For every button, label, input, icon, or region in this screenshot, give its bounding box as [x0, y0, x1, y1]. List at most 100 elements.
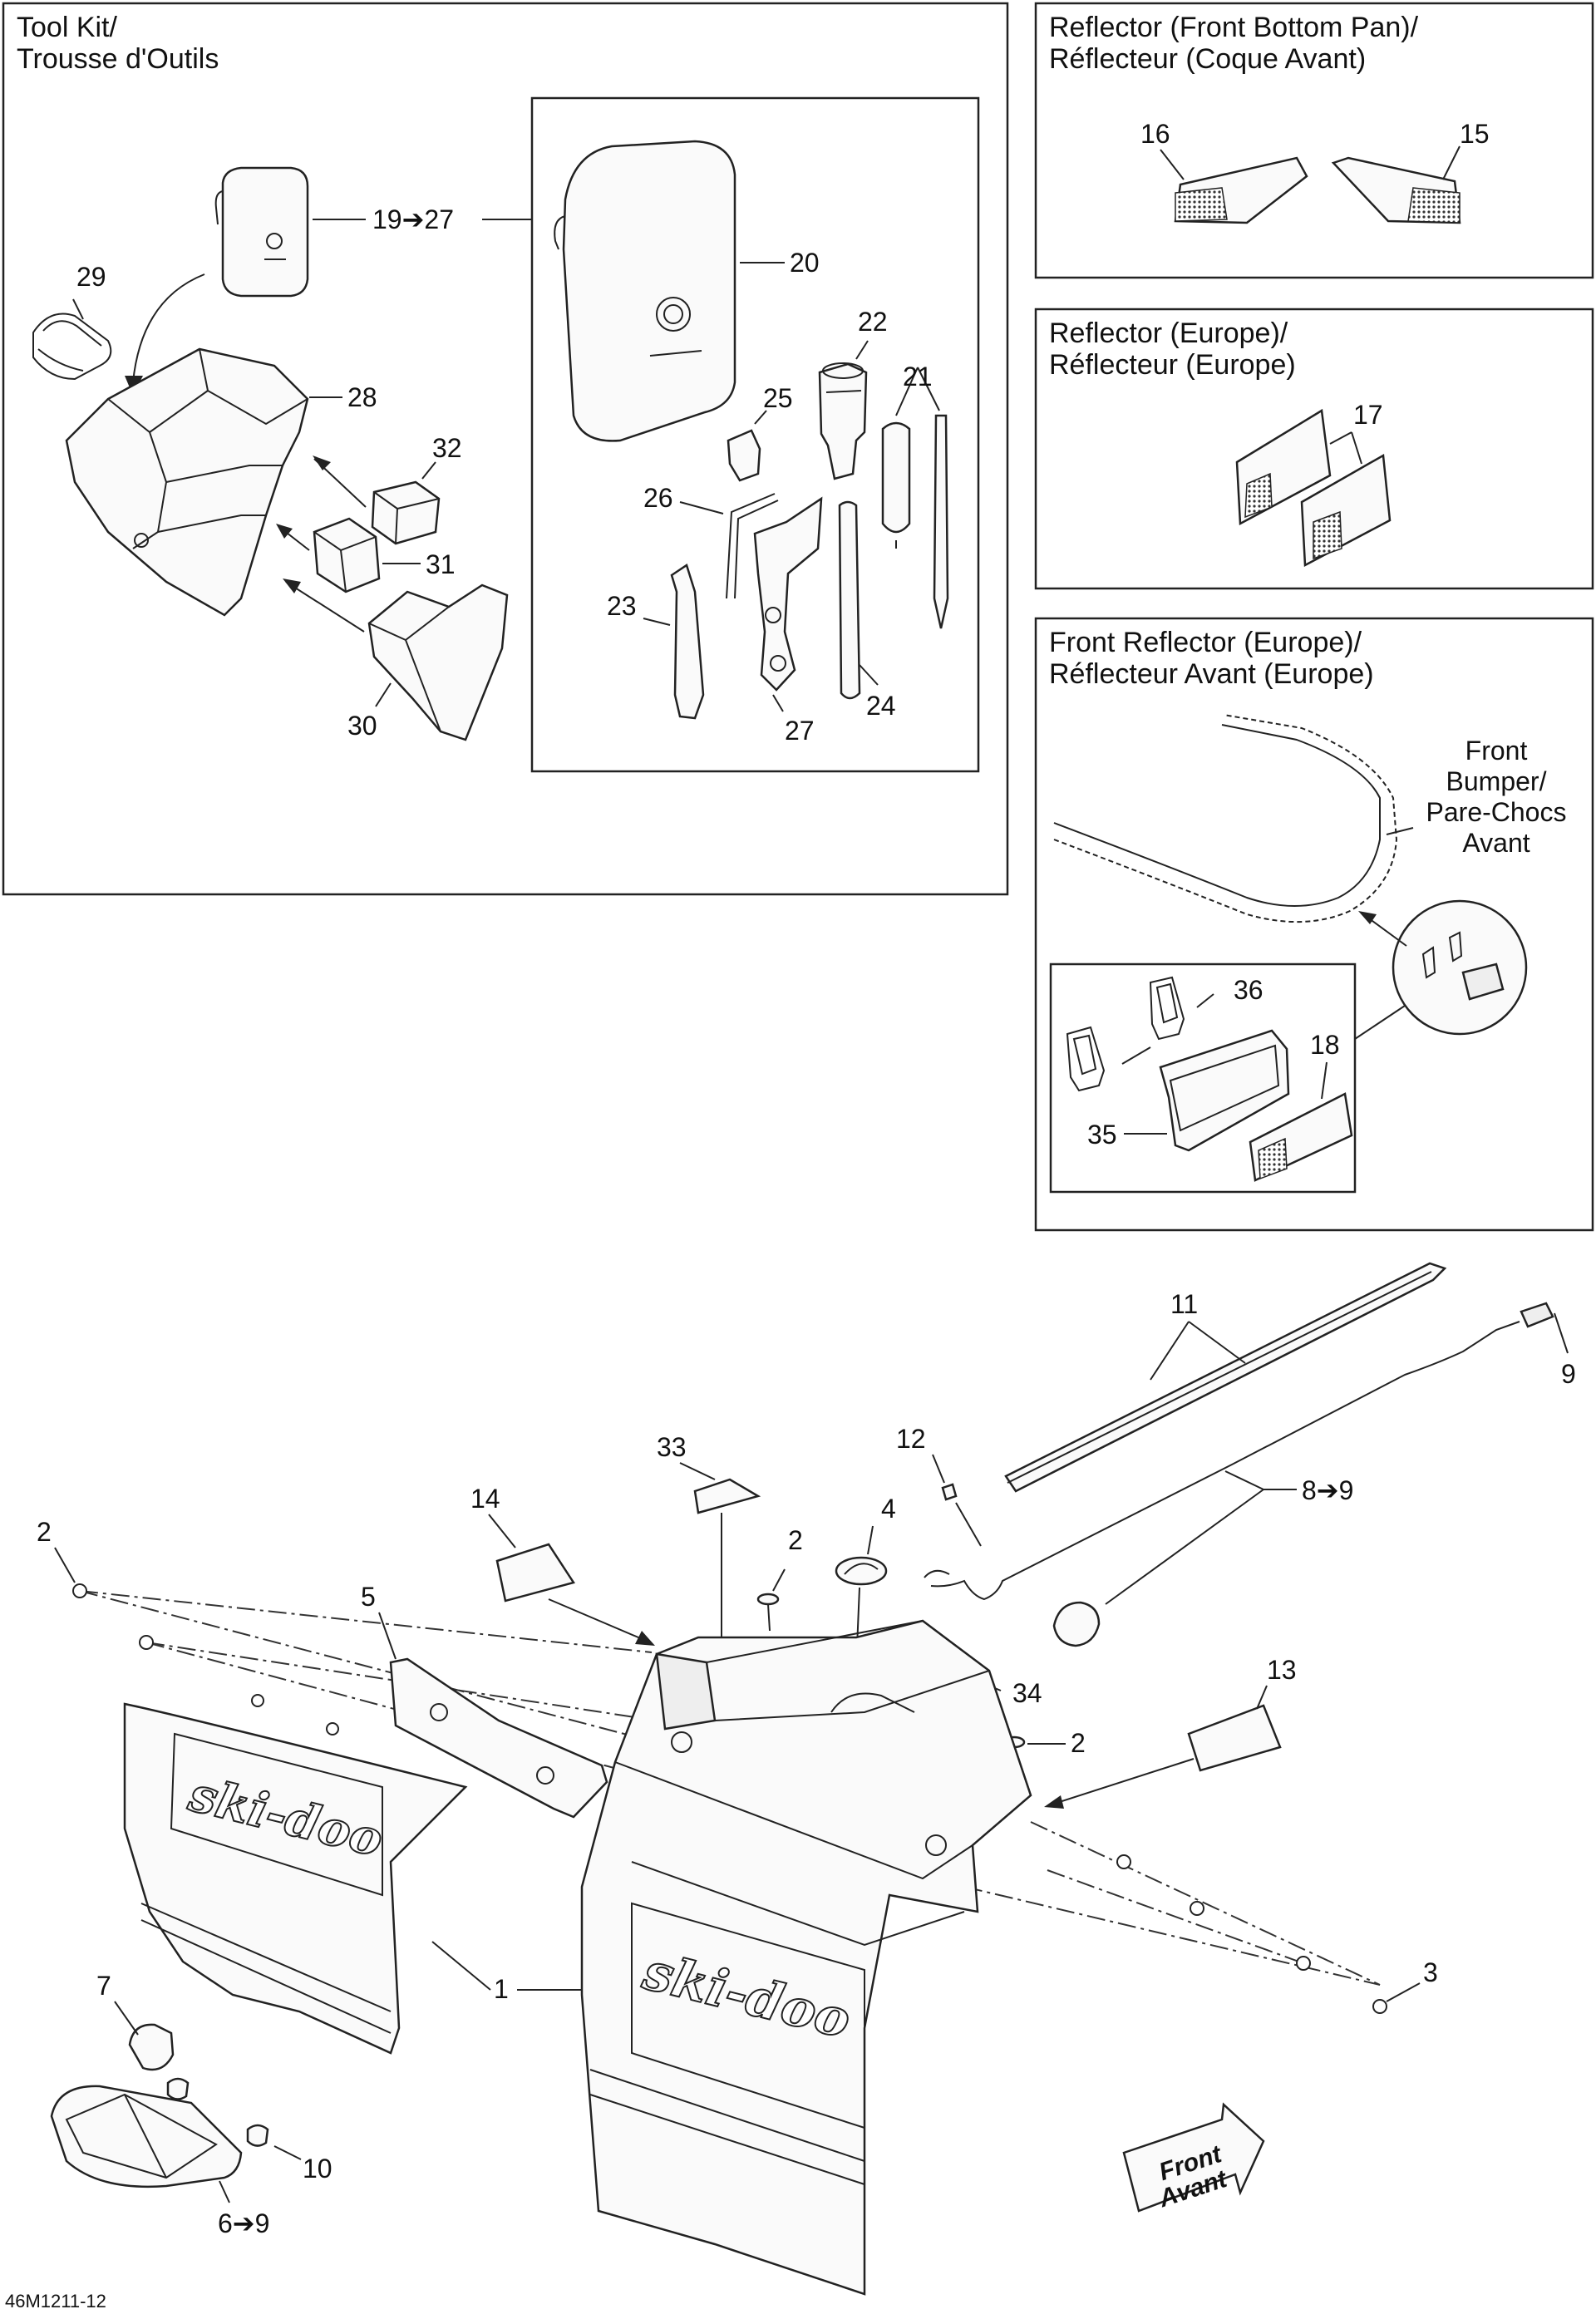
push-rivet-2 [139, 1635, 154, 1650]
bumper-label-3: Pare-Chocs [1426, 797, 1567, 827]
callout-28: 28 [347, 382, 377, 412]
nut-1 [166, 2077, 190, 2100]
hex-key [726, 493, 779, 599]
front-bumper [1053, 714, 1398, 923]
leader-magnifier [1354, 1005, 1406, 1040]
arrow-14-head [635, 1631, 655, 1646]
callout-14: 14 [470, 1484, 500, 1514]
callout-34: 34 [1012, 1678, 1042, 1708]
leader-2a [54, 1547, 76, 1583]
front-reflector-detail-box [1049, 963, 1357, 1194]
leader-12-path [955, 1502, 982, 1547]
arrow-13-head [1044, 1795, 1064, 1809]
reflector-europe-b [1300, 453, 1392, 568]
arrow-32-head [313, 455, 331, 470]
callout-22: 22 [858, 307, 888, 337]
leader-13 [1256, 1685, 1268, 1710]
leader-6-9 [219, 2180, 230, 2203]
reflector-bottom-title-2: Réflecteur (Coque Avant) [1049, 43, 1366, 75]
reflector-frame-b [1149, 976, 1185, 1041]
callout-9: 9 [1561, 1359, 1576, 1389]
leader-7 [114, 2001, 139, 2036]
reflector-left [1174, 156, 1308, 224]
leader-bumper [1386, 827, 1414, 835]
tool-kit-title-2: Trousse d'Outils [17, 43, 219, 75]
leader-21b [917, 367, 940, 411]
leader-8-9c [1105, 1489, 1264, 1605]
callout-20: 20 [790, 248, 820, 278]
bumper-label-1: Front [1465, 736, 1528, 766]
front-reflector-title-2: Réflecteur Avant (Europe) [1049, 658, 1374, 690]
decal-33 [693, 1478, 761, 1514]
leader-14 [488, 1514, 516, 1548]
magnifier-circle [1392, 899, 1528, 1036]
leader-5 [378, 1612, 397, 1660]
leader-9 [1554, 1312, 1569, 1354]
leader-22 [855, 340, 869, 360]
leader-17b [1351, 431, 1362, 465]
arrow-31-head [276, 524, 293, 539]
callout-2c: 2 [1071, 1728, 1086, 1758]
reflector-plate [1249, 1092, 1353, 1182]
install-arrow [132, 273, 205, 383]
fastener-line-1 [79, 1590, 653, 1653]
callout-17: 17 [1353, 400, 1383, 430]
grommet [941, 1483, 958, 1501]
reflector-europe-title-2: Réflecteur (Europe) [1049, 349, 1296, 381]
leader-26 [679, 501, 724, 514]
callout-16: 16 [1140, 119, 1170, 149]
strap-clip [32, 313, 112, 381]
leader-15 [1442, 145, 1461, 180]
leader-18 [1321, 1061, 1328, 1100]
push-rivet-3 [251, 1694, 264, 1707]
leader-36a [1121, 1046, 1151, 1065]
callout-18: 18 [1310, 1030, 1340, 1060]
washer-4 [1372, 1999, 1387, 2014]
leader-8-9b [1224, 1470, 1264, 1490]
fastener-line-6 [963, 1886, 1381, 1986]
decal-13 [1187, 1704, 1282, 1772]
callout-6-9: 6➔9 [218, 2208, 269, 2238]
leader-2b [772, 1568, 786, 1592]
leader-12 [932, 1454, 945, 1484]
callout-7: 7 [96, 1971, 111, 2001]
callout-30: 30 [347, 711, 377, 741]
callout-12: 12 [896, 1424, 926, 1454]
headlight [50, 2085, 243, 2188]
washer-1 [1116, 1854, 1131, 1869]
callout-11: 11 [1170, 1289, 1198, 1319]
leader-33 [679, 1462, 716, 1480]
trim-strip [1004, 1262, 1447, 1493]
foam-block-30 [367, 583, 509, 741]
callout-4: 4 [881, 1494, 896, 1524]
extension-bar [838, 500, 861, 700]
reflector-bottom-panel [1034, 2, 1594, 279]
tool-kit-detail-box [530, 96, 980, 773]
decal-14 [495, 1543, 575, 1603]
emblem [835, 1556, 888, 1586]
leader-11a [1150, 1321, 1190, 1381]
arrow-30-head [283, 578, 301, 593]
callout-15: 15 [1460, 119, 1490, 149]
tool-pouch-small [214, 166, 309, 298]
figure-id: 46M1211-12 [5, 2291, 106, 2312]
leader-27 [772, 694, 784, 712]
callout-3: 3 [1423, 1957, 1438, 1987]
leader-21a [895, 367, 919, 416]
leader-29 [72, 298, 84, 320]
wire-harness [924, 1302, 1554, 1647]
arrow-13 [1048, 1758, 1195, 1806]
reflector-housing [1159, 1029, 1290, 1152]
callout-26: 26 [643, 483, 673, 513]
leader-17a [1329, 431, 1352, 445]
leader-1a [431, 1941, 491, 1991]
callout-25: 25 [763, 383, 793, 413]
callout-24: 24 [866, 691, 896, 721]
bottom-pan-left: ski-doo [123, 1702, 468, 2055]
callout-1: 1 [494, 1974, 509, 2004]
leader-10 [273, 2145, 302, 2160]
leader-36b [1196, 993, 1214, 1008]
bracket [389, 1657, 608, 1819]
